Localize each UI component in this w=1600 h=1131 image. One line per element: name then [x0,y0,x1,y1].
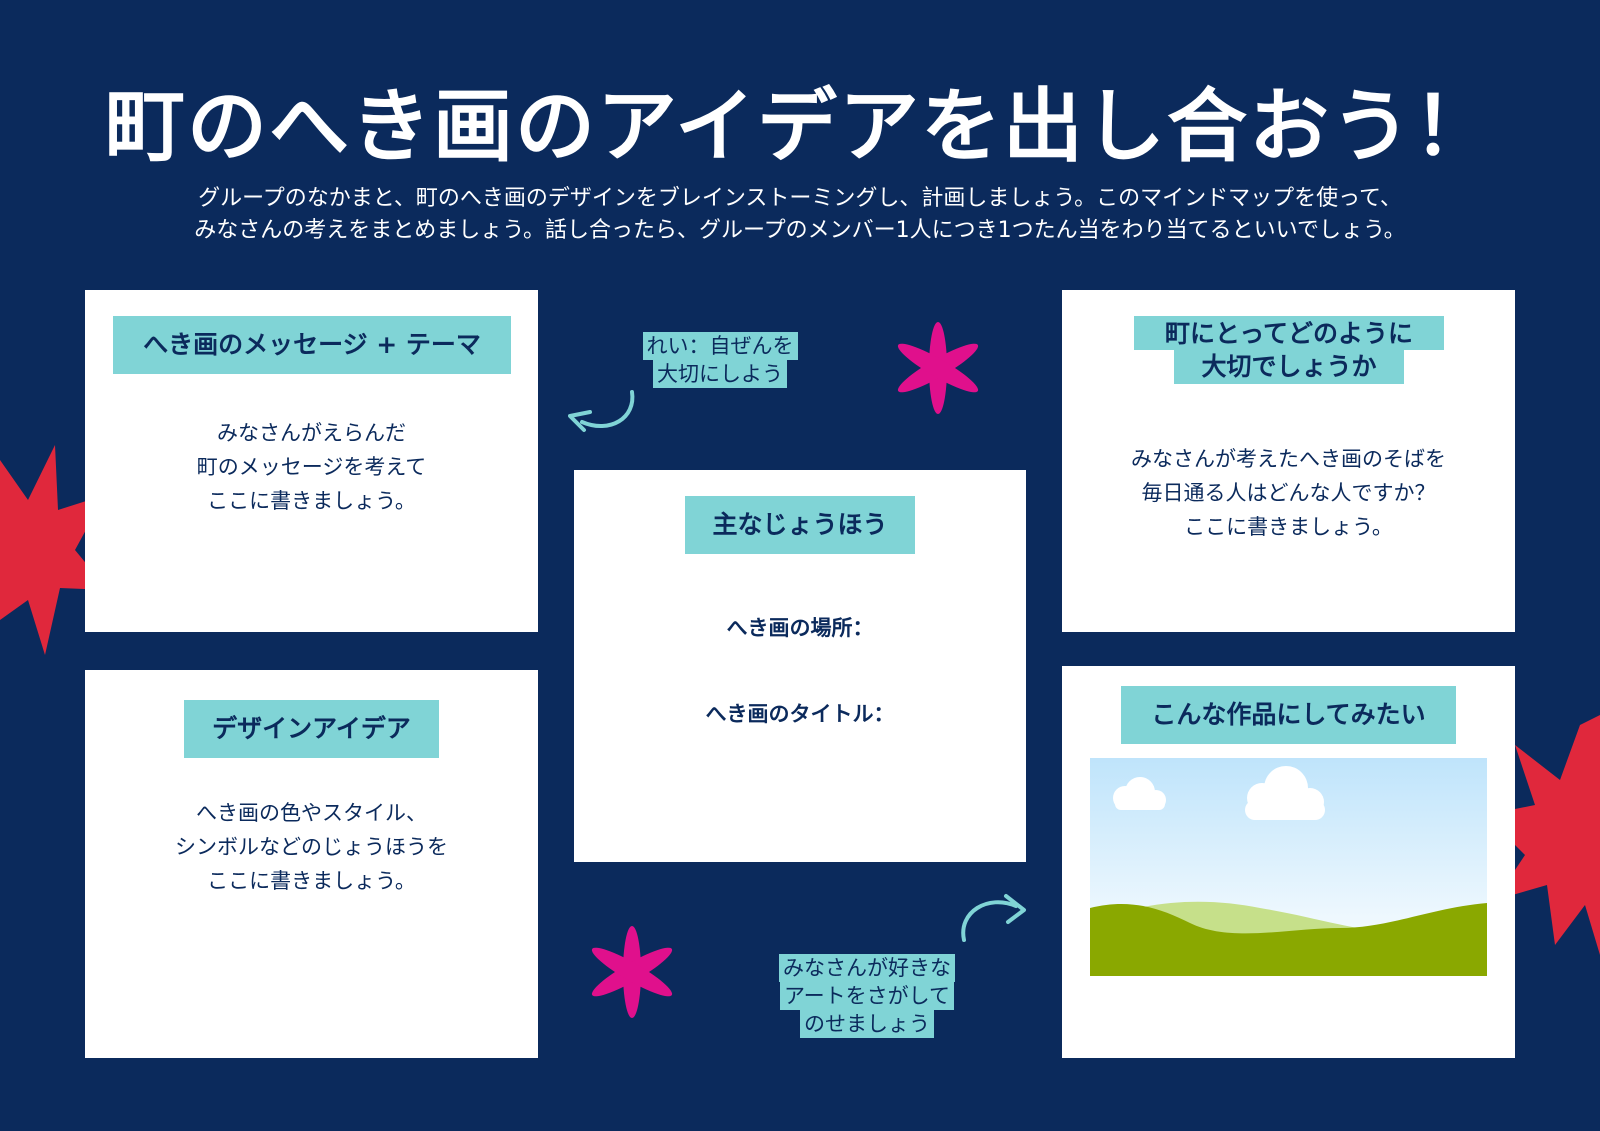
intro-line-1: グループのなかまと、町のへき画のデザインをブレインストーミングし、計画しましょう… [198,186,1402,211]
message-theme-label: へき画のメッセージ + テーマ [113,316,511,374]
main-info-label: 主なじょうほう [685,496,915,554]
asterisk-icon [897,322,979,414]
intro-line-2: みなさんの考えをまとめましょう。話し合ったら、グループのメンバー1人につき1つた… [194,218,1406,243]
callout-line: みなさんが好きな [779,954,955,982]
design-ideas-label: デザインアイデア [184,700,439,758]
body-line: みなさんが考えたへき画のそばを [1131,447,1446,471]
callout-line: 大切にしよう [653,360,787,388]
star-burst-icon [1485,715,1600,955]
body-line: みなさんがえらんだ [217,421,406,445]
importance-card: 町にとってどのように 大切でしょうか みなさんが考えたへき画のそばを 毎日通る人… [1062,290,1515,632]
body-line: シンボルなどのじょうほうを [175,835,448,859]
page-title: 町のへき画のアイデアを出し合おう！ [105,80,1495,173]
mural-title-field: へき画のタイトル： [705,702,895,726]
importance-instructions: みなさんが考えたへき画のそばを 毎日通る人はどんな人ですか？ ここに書きましょう… [1062,442,1515,544]
landscape-image[interactable] [1090,758,1487,976]
design-ideas-instructions: へき画の色やスタイル、 シンボルなどのじょうほうを ここに書きましょう。 [85,796,538,898]
asterisk-icon [591,926,673,1018]
artwork-card: こんな作品にしてみたい [1062,666,1515,1058]
mural-location-field: へき画の場所： [726,616,874,640]
importance-label-line-2: 大切でしょうか [1174,350,1404,384]
callout-line: アートをさがして [779,982,955,1010]
callout-line: れい：自ぜんを [642,332,798,360]
body-line: ここに書きましょう。 [1184,515,1393,539]
callout-line: のせましょう [800,1010,934,1038]
design-ideas-card: デザインアイデア へき画の色やスタイル、 シンボルなどのじょうほうを ここに書き… [85,670,538,1058]
body-line: ここに書きましょう。 [207,869,416,893]
curved-arrow-icon [568,390,635,432]
artwork-label: こんな作品にしてみたい [1121,686,1456,744]
curved-arrow-icon [961,894,1026,942]
importance-label-line-1: 町にとってどのように [1134,316,1444,350]
message-theme-instructions: みなさんがえらんだ 町のメッセージを考えて ここに書きましょう。 [85,416,538,518]
star-burst-icon [0,445,108,655]
body-line: 町のメッセージを考えて [196,455,427,479]
body-line: ここに書きましょう。 [207,489,416,513]
example-callout: れい：自ぜんを 大切にしよう [620,332,820,388]
main-info-card: 主なじょうほう へき画の場所： へき画のタイトル： [574,470,1026,862]
body-line: 毎日通る人はどんな人ですか？ [1141,481,1436,505]
art-callout: みなさんが好きな アートをさがして のせましょう [752,954,982,1038]
intro-text: グループのなかまと、町のへき画のデザインをブレインストーミングし、計画しましょう… [100,183,1500,247]
body-line: へき画の色やスタイル、 [196,801,427,825]
message-theme-card: へき画のメッセージ + テーマ みなさんがえらんだ 町のメッセージを考えて ここ… [85,290,538,632]
